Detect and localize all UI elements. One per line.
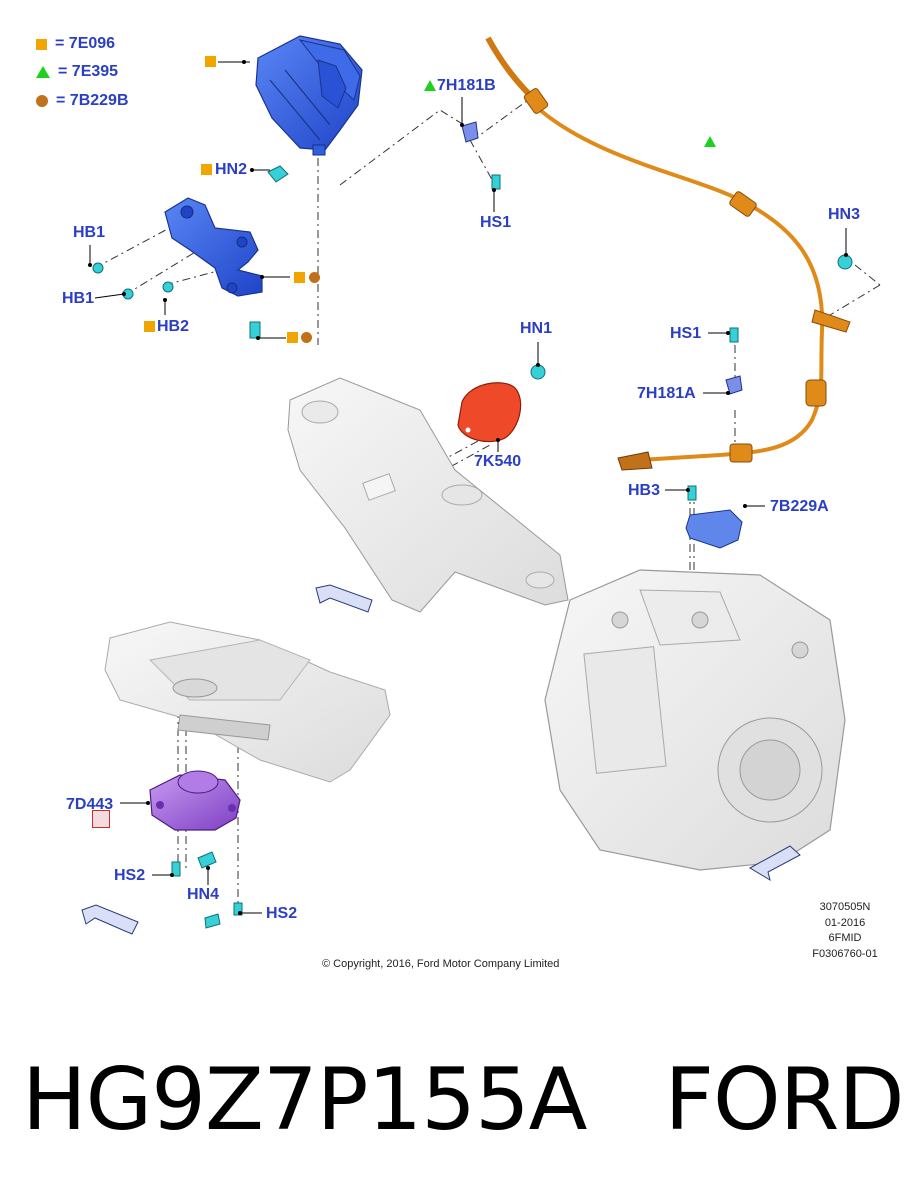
leader-dots (88, 60, 848, 915)
part-caption: HG9Z7P155A FORD (22, 1050, 905, 1150)
callout-7h181b: 7H181B (437, 77, 496, 94)
reference-box (92, 810, 110, 828)
square-icon (201, 164, 212, 175)
callout-leaders (89, 61, 847, 914)
callout-7h181a: 7H181A (637, 385, 696, 402)
legend-label: = 7E395 (58, 63, 119, 80)
triangle-icon (704, 136, 716, 147)
circle-icon (36, 95, 48, 107)
callout-hb2: HB2 (157, 318, 190, 335)
part-number: HG9Z7P155A (22, 1050, 587, 1150)
square-icon (287, 332, 298, 343)
callout-hn1: HN1 (520, 320, 553, 337)
shift-actuator-assembly (255, 35, 363, 156)
copyright-text: © Copyright, 2016, Ford Motor Company Li… (322, 958, 560, 970)
brand-name: FORD (664, 1050, 905, 1150)
insulator-pad (457, 382, 522, 443)
heat-shield (287, 377, 569, 613)
callout-7d443: 7D443 (66, 796, 114, 813)
callout-hs2-right: HS2 (266, 905, 298, 922)
circle-icon (301, 332, 312, 343)
legend-row-7e395: = 7E395 (36, 62, 118, 82)
callout-hb1-top: HB1 (73, 224, 106, 241)
callout-7b229a: 7B229A (770, 498, 829, 515)
actuator-bracket (164, 197, 263, 297)
square-icon (205, 56, 216, 67)
drawing-code: 3070505N (819, 901, 871, 913)
legend-row-7e096: = 7E096 (36, 34, 115, 54)
circle-icon (309, 272, 320, 283)
square-icon (294, 272, 305, 283)
floor-tunnel (104, 621, 391, 783)
callout-hb1-bottom: HB1 (62, 290, 95, 307)
callout-hn4: HN4 (187, 886, 220, 903)
transmission-case (544, 569, 846, 871)
triangle-icon (424, 80, 436, 91)
drawing-model: 6FMID (828, 932, 862, 944)
callout-hs1-top: HS1 (480, 214, 512, 231)
callout-hn2: HN2 (215, 161, 248, 178)
callout-hb3: HB3 (628, 482, 661, 499)
callout-hs2-left: HS2 (114, 867, 146, 884)
legend-label: = 7E096 (55, 35, 116, 52)
square-icon (36, 38, 47, 50)
fasteners (92, 165, 853, 929)
cable-bracket (461, 121, 743, 549)
drawing-ref: F0306760-01 (812, 947, 878, 960)
callout-hn3: HN3 (828, 206, 861, 223)
square-icon (144, 321, 155, 332)
drawing-date: 01-2016 (824, 916, 866, 929)
drawing-info: 3070505N 01-2016 6FMID F0306760-01 (790, 900, 900, 962)
legend-label: = 7B229B (56, 92, 129, 109)
forward-direction-arrows (81, 584, 801, 935)
callout-7k540: 7K540 (474, 453, 522, 470)
legend-row-7b229b: = 7B229B (36, 91, 129, 111)
exploded-parts-diagram (81, 35, 881, 935)
shifter-base (149, 770, 241, 831)
callout-hs1-right: HS1 (670, 325, 702, 342)
triangle-icon (36, 66, 50, 78)
shift-cable (485, 36, 851, 471)
